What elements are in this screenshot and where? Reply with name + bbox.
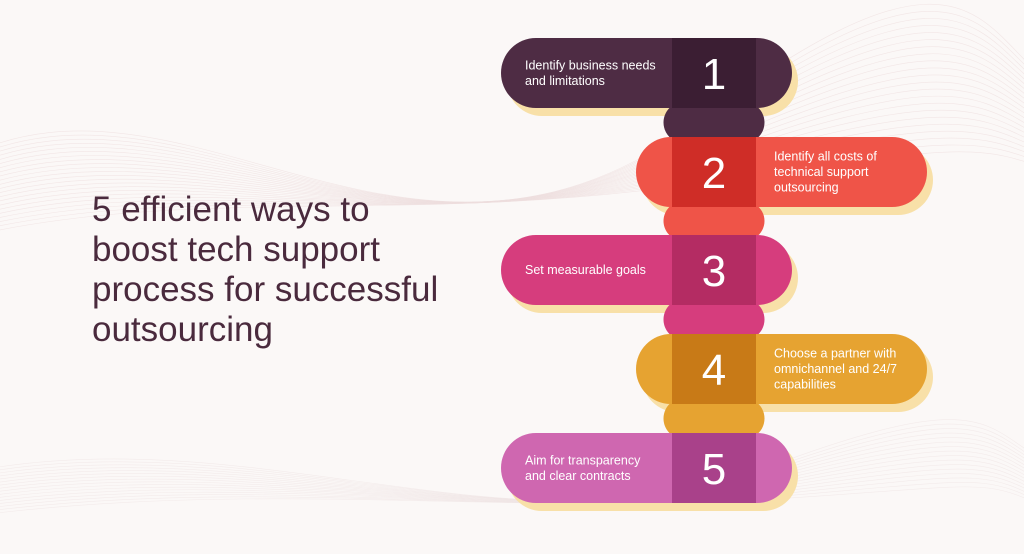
wave-line — [0, 151, 1024, 231]
step-5: 5 Aim for transparency and clear contracts — [501, 433, 792, 503]
step-number-block — [672, 38, 756, 108]
step-label: technical support — [774, 165, 869, 179]
wave-line — [0, 137, 1024, 222]
step-number-block — [672, 137, 756, 207]
wave-line — [0, 123, 1024, 214]
step-label: Set measurable goals — [525, 263, 646, 277]
step-label: and clear contracts — [525, 469, 631, 483]
wave-line — [0, 109, 1024, 206]
step-number-block — [672, 334, 756, 404]
wave-line — [0, 130, 1024, 218]
wave-line — [0, 95, 1024, 204]
step-number: 1 — [702, 50, 726, 99]
step-number: 4 — [702, 346, 726, 395]
step-number: 3 — [702, 247, 726, 296]
wave-line — [0, 3, 1024, 203]
title-line: 5 efficient ways to — [92, 190, 370, 229]
step-label: capabilities — [774, 378, 836, 392]
wave-line — [0, 144, 1024, 227]
step-1: 1 Identify business needs and limitations — [501, 38, 792, 108]
step-label: and limitations — [525, 74, 605, 88]
wave-line — [0, 18, 1024, 203]
step-label: Identify business needs — [525, 58, 656, 72]
wave-line — [0, 81, 1024, 204]
title-line: outsourcing — [92, 310, 273, 349]
wave-line — [0, 74, 1024, 204]
step-number: 2 — [702, 149, 726, 198]
step-3: 3 Set measurable goals — [501, 235, 792, 305]
wave-line — [0, 39, 1024, 203]
wave-line — [0, 67, 1024, 203]
page-title: 5 efficient ways to boost tech support p… — [92, 190, 492, 350]
wave-line — [0, 53, 1024, 203]
step-connector — [663, 102, 765, 143]
wave-line — [0, 88, 1024, 204]
step-label: Identify all costs of — [774, 150, 877, 164]
step-number-block — [672, 433, 756, 503]
wave-line — [0, 46, 1024, 203]
step-number: 5 — [702, 445, 726, 494]
wave-line — [0, 10, 1024, 203]
step-label: Choose a partner with — [774, 347, 896, 361]
step-number-block — [672, 235, 756, 305]
title-line: process for successful — [92, 270, 439, 309]
wave-line — [0, 102, 1024, 204]
step-label: omnichannel and 24/7 — [774, 362, 897, 376]
step-label: outsourcing — [774, 181, 839, 195]
step-connector — [663, 299, 765, 340]
step-label: Aim for transparency — [525, 453, 641, 467]
wave-line — [0, 116, 1024, 210]
step-connector — [663, 201, 765, 241]
step-connector — [663, 398, 765, 439]
title-line: boost tech support — [92, 230, 380, 269]
